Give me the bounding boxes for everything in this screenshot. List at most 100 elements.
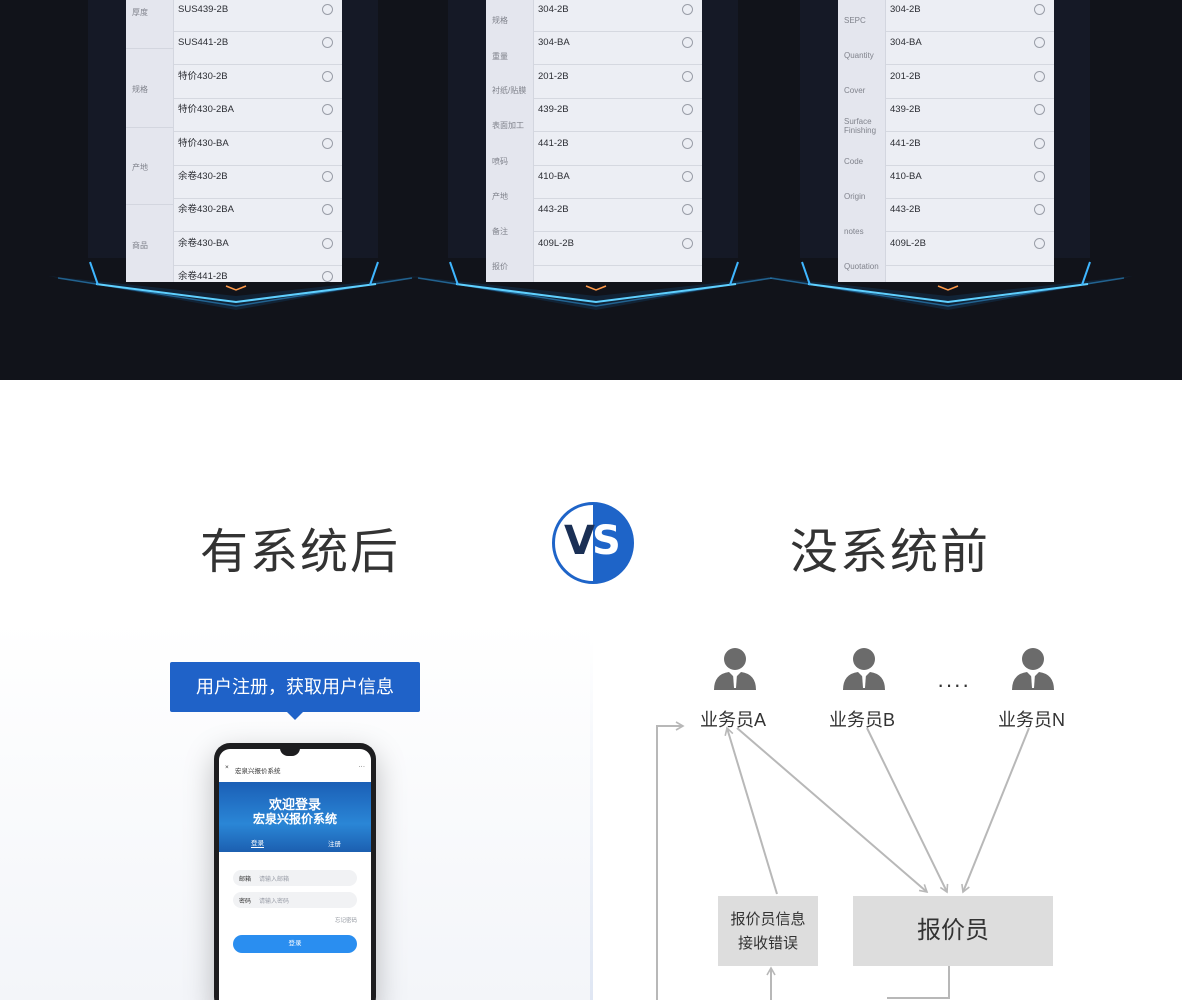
option-label: 304-BA <box>538 37 570 49</box>
option-row[interactable]: 特价430-BA <box>174 133 342 166</box>
tab-register[interactable]: 注册 <box>328 841 341 848</box>
option-row[interactable]: 304-2B <box>534 0 702 32</box>
option-label: 441-2B <box>538 137 569 149</box>
radio-icon[interactable] <box>322 4 333 15</box>
option-label: 201-2B <box>538 70 569 82</box>
option-label: 304-2B <box>890 4 921 15</box>
radio-icon[interactable] <box>322 204 333 216</box>
radio-icon[interactable] <box>322 137 333 149</box>
salesperson-n-icon <box>1012 648 1054 690</box>
login-button[interactable]: 登录 <box>233 935 357 953</box>
option-label: 409L-2B <box>890 237 926 249</box>
option-row[interactable]: 304-2B <box>886 0 1054 32</box>
phone-notch <box>280 748 300 756</box>
radio-icon[interactable] <box>1034 4 1045 15</box>
vs-s-letter: S <box>592 518 621 564</box>
radio-icon[interactable] <box>322 271 333 282</box>
option-label: 特价430-BA <box>178 137 229 149</box>
option-row[interactable]: 特价430-2BA <box>174 99 342 133</box>
arrow-b-to-quoter <box>866 727 949 894</box>
radio-icon[interactable] <box>1034 70 1045 82</box>
option-label: SUS441-2B <box>178 37 229 49</box>
radio-icon[interactable] <box>682 204 693 216</box>
option-row[interactable]: 409L-2B <box>534 233 702 266</box>
option-label: 409L-2B <box>538 237 574 249</box>
option-row[interactable]: 443-2B <box>534 199 702 233</box>
option-row[interactable]: SUS439-2B <box>174 0 342 32</box>
option-row[interactable]: 304-BA <box>886 32 1054 66</box>
option-label: 余卷430-2B <box>178 171 228 182</box>
radio-icon[interactable] <box>1034 104 1045 116</box>
before-system-title: 没系统前 <box>790 524 991 580</box>
option-label: 余卷430-BA <box>178 237 229 249</box>
option-row[interactable]: 409L-2B <box>886 233 1054 266</box>
before-flow-diagram: 业务员A 业务员B 业务员N ···· 报价员信息 接收错误 报价员 <box>595 620 1182 1000</box>
option-row[interactable]: 441-2B <box>886 133 1054 166</box>
radio-icon[interactable] <box>682 237 693 249</box>
app-topbar: × 宏泉兴报价系统 ··· <box>219 761 371 777</box>
option-row[interactable]: 201-2B <box>886 66 1054 99</box>
option-row[interactable]: 410-BA <box>886 166 1054 199</box>
field-label: 表面加工 <box>492 121 524 130</box>
option-row[interactable]: 余卷430-2BA <box>174 199 342 233</box>
option-row[interactable]: 410-BA <box>534 166 702 199</box>
radio-icon[interactable] <box>322 237 333 249</box>
option-row[interactable]: 439-2B <box>886 99 1054 133</box>
option-row[interactable]: 201-2B <box>534 66 702 99</box>
tab-login[interactable]: 登录 <box>251 837 264 848</box>
radio-icon[interactable] <box>1034 237 1045 249</box>
option-row[interactable]: 特价430-2B <box>174 66 342 99</box>
salesperson-a-label: 业务员A <box>700 710 767 730</box>
radio-icon[interactable] <box>682 171 693 182</box>
option-row[interactable]: 余卷430-2B <box>174 166 342 199</box>
radio-icon[interactable] <box>682 137 693 149</box>
radio-icon[interactable] <box>1034 171 1045 182</box>
more-icon[interactable]: ··· <box>358 763 366 770</box>
option-row[interactable]: 439-2B <box>534 99 702 133</box>
app-title: 宏泉兴报价系统 <box>235 768 281 775</box>
flow-arrows <box>656 721 1030 1000</box>
label-separator <box>126 127 174 128</box>
option-row[interactable]: 余卷441-2B <box>174 266 342 282</box>
radio-icon[interactable] <box>682 4 693 15</box>
salesperson-a-icon <box>714 648 756 690</box>
radio-icon[interactable] <box>1034 37 1045 49</box>
radio-icon[interactable] <box>322 70 333 82</box>
vs-v-letter: V <box>564 518 595 564</box>
radio-icon[interactable] <box>322 37 333 49</box>
radio-icon[interactable] <box>322 104 333 116</box>
arrow-n-to-quoter <box>961 727 1030 894</box>
option-row[interactable]: SUS441-2B <box>174 32 342 66</box>
field-label: 喷码 <box>492 157 508 166</box>
close-icon[interactable]: × <box>225 764 229 771</box>
vs-badge: V S <box>552 502 634 584</box>
salesperson-b-icon <box>843 648 885 690</box>
password-field[interactable]: 密码 请输入密码 <box>233 892 357 908</box>
option-label: 441-2B <box>890 137 921 149</box>
field-label: Cover <box>844 86 866 95</box>
radio-icon[interactable] <box>322 171 333 182</box>
option-row[interactable]: 余卷430-BA <box>174 233 342 266</box>
forgot-password-link[interactable]: 忘记密码 <box>334 918 357 924</box>
radio-icon[interactable] <box>682 104 693 116</box>
option-row[interactable]: 304-BA <box>534 32 702 66</box>
radio-icon[interactable] <box>1034 137 1045 149</box>
option-row[interactable]: 441-2B <box>534 133 702 166</box>
error-box-text: 报价员信息 接收错误 <box>730 911 806 952</box>
radio-icon[interactable] <box>682 70 693 82</box>
welcome-text: 欢迎登录 <box>268 798 321 813</box>
option-label: 201-2B <box>890 70 921 82</box>
radio-icon[interactable] <box>1034 204 1045 216</box>
email-field[interactable]: 邮箱 请输入邮箱 <box>233 870 357 886</box>
quoter-output-line <box>887 966 950 999</box>
phone-screen: × 宏泉兴报价系统 ··· 欢迎登录 宏泉兴报价系统 登录 注册 邮箱 请输入邮… <box>219 749 371 1000</box>
radio-icon[interactable] <box>682 37 693 49</box>
option-row[interactable]: 443-2B <box>886 199 1054 233</box>
field-label: notes <box>844 227 864 236</box>
